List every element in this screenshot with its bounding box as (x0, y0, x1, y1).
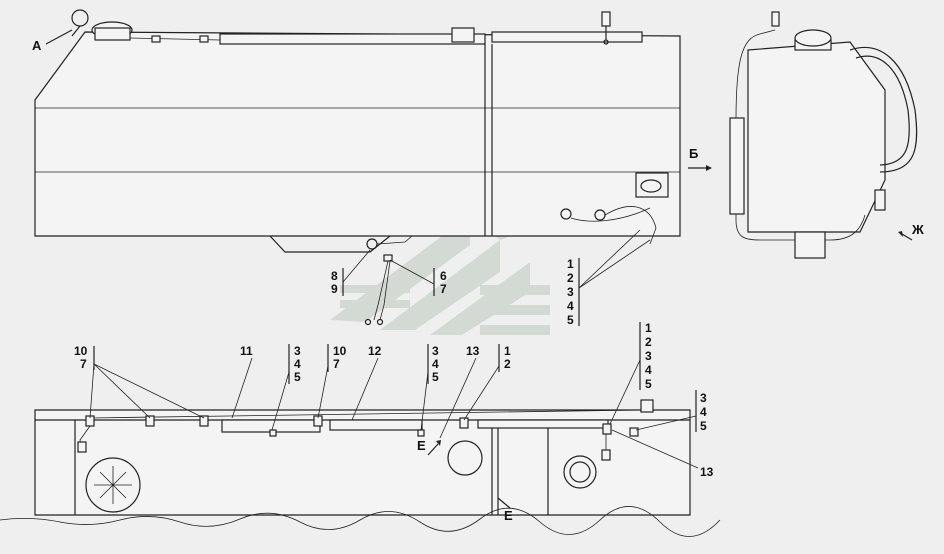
frame-bottom-view (34, 399, 691, 516)
callout-label: 11 (240, 344, 253, 358)
view-arrow-e-top: Е (417, 438, 441, 456)
view-arrow-zh: Ж (898, 222, 924, 241)
tank-side-view (34, 9, 681, 326)
callout-label: 9 (331, 282, 338, 296)
callout-label: 12 (368, 344, 382, 358)
callout-label: 3 (700, 391, 707, 405)
callout-3-5-right: 3 4 5 (635, 390, 707, 433)
callout-label: 1 (504, 344, 511, 358)
view-label-e: Е (417, 438, 426, 453)
callout-13-right: 13 (611, 429, 714, 479)
break-line (0, 506, 721, 537)
view-label-b: Б (689, 146, 698, 161)
callout-1-2: 1 2 (463, 344, 511, 421)
callout-label: 6 (440, 269, 447, 283)
callout-1-5-top: 1 2 3 4 5 (567, 229, 651, 327)
callout-label: 5 (645, 377, 652, 391)
callout-label: 10 (333, 344, 347, 358)
callout-13-mid: 13 (439, 344, 480, 439)
callout-label: 13 (466, 344, 480, 358)
callout-10-7-left: 10 7 (74, 344, 205, 419)
callout-3-5-b: 3 4 5 (420, 344, 439, 431)
callout-label: 5 (294, 370, 301, 384)
callout-label: 4 (645, 363, 652, 377)
callout-label: 5 (700, 419, 707, 433)
view-arrow-e-bottom: Е (497, 497, 513, 523)
callout-label: 2 (567, 271, 574, 285)
callout-12: 12 (351, 344, 382, 421)
callout-label: 3 (567, 285, 574, 299)
callout-8-9: 8 9 (331, 249, 371, 296)
view-arrow-b: Б (688, 146, 712, 171)
callout-label: 1 (645, 321, 652, 335)
callout-label: 3 (294, 344, 301, 358)
callout-label: 4 (294, 357, 301, 371)
view-arrow-a: А (32, 29, 73, 53)
callout-1-5-bottom: 1 2 3 4 5 (609, 321, 652, 425)
callout-label: 4 (567, 299, 574, 313)
callout-label: 2 (645, 335, 652, 349)
view-label-zh: Ж (911, 222, 924, 237)
tank-end-view (729, 11, 918, 259)
callout-label: 5 (567, 313, 574, 327)
callout-label: 13 (700, 465, 714, 479)
callout-label: 7 (80, 357, 87, 371)
callout-10-7-mid: 10 7 (317, 344, 347, 419)
callout-label: 7 (440, 282, 447, 296)
callout-label: 4 (700, 405, 707, 419)
callout-label: 8 (331, 269, 338, 283)
callout-11: 11 (231, 344, 253, 419)
view-label-e: Е (504, 508, 513, 523)
callout-label: 7 (333, 357, 340, 371)
callout-6-7: 6 7 (389, 259, 447, 296)
view-label-a: А (32, 38, 42, 53)
callout-label: 3 (645, 349, 652, 363)
callout-label: 3 (432, 344, 439, 358)
callout-label: 4 (432, 357, 439, 371)
callout-label: 10 (74, 344, 88, 358)
callout-label: 5 (432, 370, 439, 384)
callout-3-5-a: 3 4 5 (271, 344, 301, 431)
callout-label: 1 (567, 257, 574, 271)
callout-label: 2 (504, 357, 511, 371)
